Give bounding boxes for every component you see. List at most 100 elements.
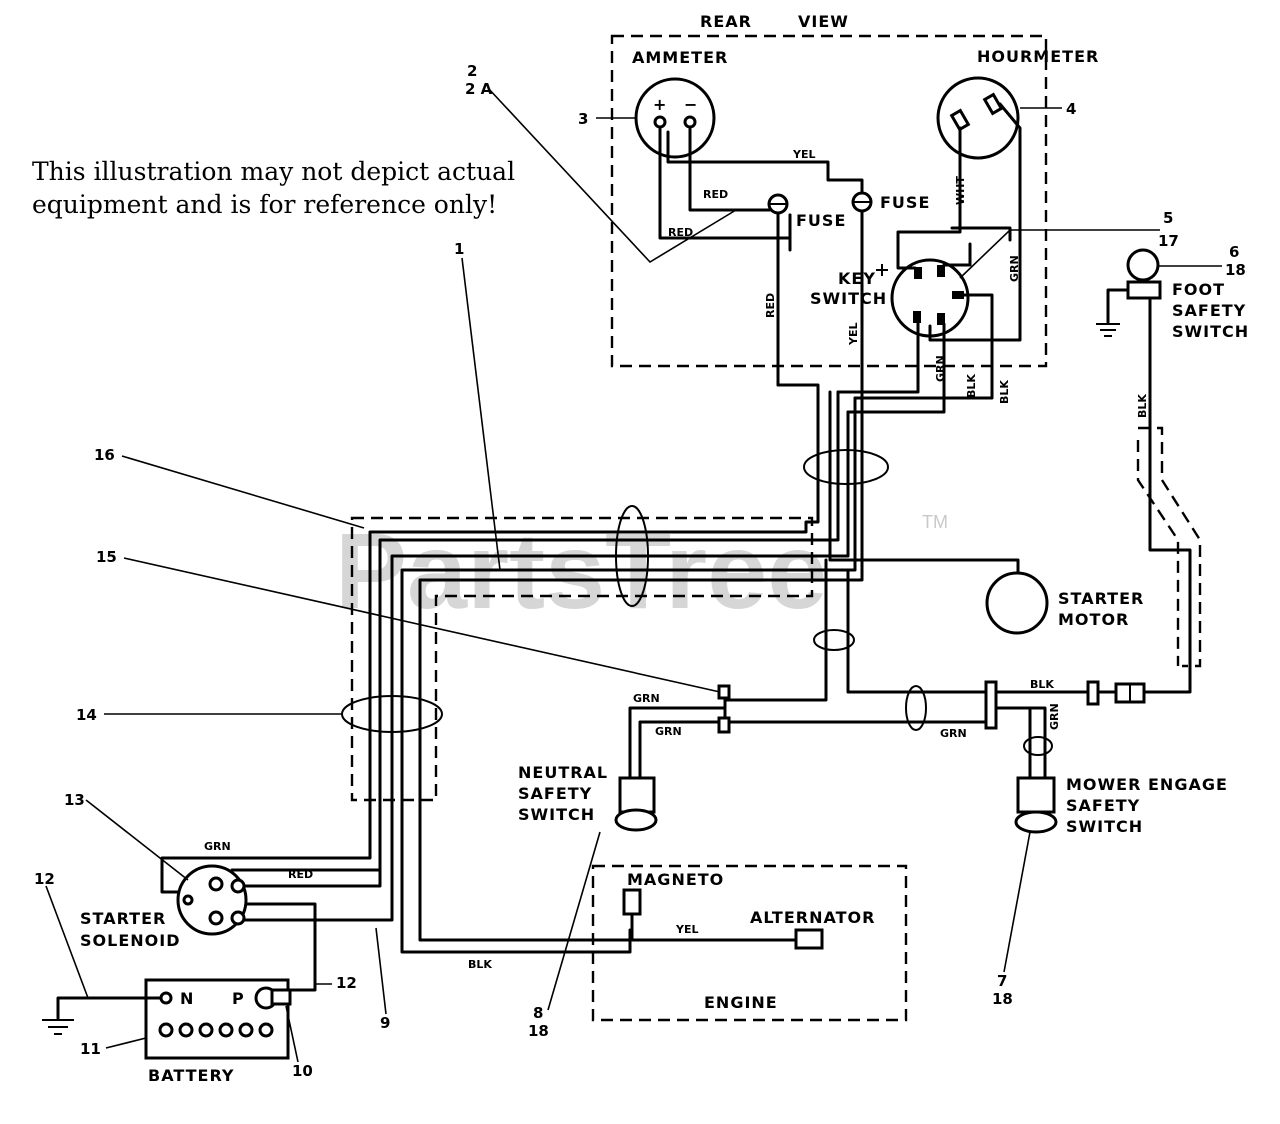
callout-12b: 12 bbox=[336, 974, 357, 992]
fuse-2-label: FUSE bbox=[880, 193, 930, 212]
wire-yel-alternator bbox=[630, 928, 802, 942]
key-switch-label-1: KEY bbox=[838, 269, 876, 288]
engine-label: ENGINE bbox=[704, 993, 778, 1012]
wire-label-blk-v2: BLK bbox=[998, 380, 1011, 404]
wire-label-grn-neutral-1: GRN bbox=[633, 692, 660, 705]
ammeter-label: AMMETER bbox=[632, 48, 728, 67]
leader-12a bbox=[45, 885, 89, 999]
callout-16: 16 bbox=[94, 446, 115, 464]
solenoid-terminal-5 bbox=[182, 894, 194, 906]
starter-motor bbox=[985, 571, 1049, 635]
wire-yel-ammeter-fuse2 bbox=[666, 130, 864, 195]
wire-grn-hourmeter-key bbox=[928, 102, 1022, 342]
battery-label: BATTERY bbox=[148, 1066, 235, 1085]
callout-15: 15 bbox=[96, 548, 117, 566]
leader-13 bbox=[85, 799, 189, 881]
battery-terminal-clamp bbox=[270, 988, 292, 1006]
callout-2: 2 bbox=[467, 62, 477, 80]
callout-11: 11 bbox=[80, 1040, 101, 1058]
neutral-switch-body bbox=[618, 776, 656, 814]
wire-bundle-3 bbox=[208, 410, 850, 922]
battery-cell-4 bbox=[218, 1022, 234, 1038]
key-switch-term-4 bbox=[913, 311, 921, 323]
wire-label-blk-bottom: BLK bbox=[468, 958, 492, 971]
wire-wht-hourmeter bbox=[896, 126, 962, 270]
wire-grn-mower bbox=[723, 706, 1032, 782]
wire-label-blk-foot: BLK bbox=[1136, 394, 1149, 418]
key-switch-label-2: SWITCH bbox=[810, 289, 887, 308]
foot-switch-body bbox=[1126, 280, 1162, 300]
wire-battery-ground bbox=[56, 996, 163, 1020]
foot-pedal-outline bbox=[1136, 426, 1202, 668]
leader-16 bbox=[121, 455, 365, 529]
callout-4: 4 bbox=[1066, 100, 1076, 118]
battery-cell-3 bbox=[198, 1022, 214, 1038]
wire-bundle-4 bbox=[400, 396, 857, 954]
wire-grn-neutral-2 bbox=[638, 708, 727, 782]
hourmeter-terminal-a bbox=[949, 108, 971, 132]
wire-label-grn-mower-v: GRN bbox=[1048, 703, 1061, 730]
wire-bundle-2 bbox=[228, 390, 840, 888]
wire-red-ammeter-fuse-b bbox=[688, 125, 772, 212]
leader-5 bbox=[959, 229, 1160, 279]
wire-label-wht: WHT bbox=[954, 176, 967, 205]
leader-15 bbox=[123, 557, 721, 693]
wire-label-grn-v1: GRN bbox=[934, 355, 947, 382]
engine-box bbox=[591, 864, 908, 1022]
wire-label-grn-solenoid: GRN bbox=[204, 840, 231, 853]
ammeter-gauge bbox=[634, 77, 716, 159]
callout-3: 3 bbox=[578, 110, 588, 128]
wire-label-blk-v1: BLK bbox=[965, 374, 978, 398]
connector-mower bbox=[984, 680, 998, 730]
harness-tie-4 bbox=[905, 685, 927, 731]
foot-switch-label-3: SWITCH bbox=[1172, 322, 1249, 341]
harness-tie-3 bbox=[813, 629, 855, 651]
solenoid-terminal-2 bbox=[230, 878, 246, 894]
callout-5: 5 bbox=[1163, 209, 1173, 227]
mower-switch-label-2: SAFETY bbox=[1066, 796, 1140, 815]
connector-foot bbox=[1086, 680, 1100, 706]
panel-title-view: VIEW bbox=[798, 12, 849, 31]
wire-label-yel-top: YEL bbox=[792, 148, 816, 161]
magneto-label: MAGNETO bbox=[627, 870, 724, 889]
watermark-tm: TM bbox=[922, 512, 948, 532]
foot-switch-label-1: FOOT bbox=[1172, 280, 1225, 299]
wire-lead-5 bbox=[950, 226, 1012, 242]
wire-label-grn-neutral-2: GRN bbox=[655, 725, 682, 738]
wire-label-red-vert: RED bbox=[764, 293, 777, 318]
leader-7 bbox=[1003, 831, 1031, 973]
callout-6: 6 bbox=[1229, 243, 1239, 261]
foot-switch-ground-wire bbox=[1106, 288, 1130, 324]
alternator-label: ALTERNATOR bbox=[750, 908, 875, 927]
callout-14: 14 bbox=[76, 706, 97, 724]
solenoid-label-2: SOLENOID bbox=[80, 931, 180, 950]
battery-ground-icon bbox=[42, 1019, 74, 1035]
callout-2a: 2 A bbox=[465, 80, 493, 98]
foot-switch-label-2: SAFETY bbox=[1172, 301, 1246, 320]
hourmeter-terminal-b bbox=[982, 92, 1004, 116]
neutral-switch-label-3: SWITCH bbox=[518, 805, 595, 824]
solenoid-label-1: STARTER bbox=[80, 909, 166, 928]
fuse-1-label: FUSE bbox=[796, 211, 846, 230]
wire-bundle-1 bbox=[160, 383, 820, 894]
connector-neutral-2 bbox=[717, 716, 731, 734]
leader-8 bbox=[547, 831, 601, 1011]
leader-11 bbox=[105, 1037, 147, 1049]
wire-label-red-2: RED bbox=[668, 226, 693, 239]
callout-18c: 18 bbox=[992, 990, 1013, 1008]
harness-tie-2 bbox=[615, 505, 649, 607]
starter-motor-label-2: MOTOR bbox=[1058, 610, 1129, 629]
foot-switch-pedal bbox=[1126, 248, 1160, 282]
wire-blk-key-right bbox=[853, 293, 994, 400]
callout-17: 17 bbox=[1158, 232, 1179, 250]
battery-p-label: P bbox=[232, 989, 245, 1008]
solenoid-terminal-4 bbox=[230, 910, 246, 926]
disclaimer-line2: equipment and is for reference only! bbox=[32, 190, 497, 219]
panel-title-rear: REAR bbox=[700, 12, 752, 31]
wire-solenoid-battery bbox=[228, 902, 317, 992]
wire-label-red-solenoid: RED bbox=[288, 868, 313, 881]
ammeter-plus-sign: + bbox=[653, 95, 667, 114]
wire-label-red-1: RED bbox=[703, 188, 728, 201]
mower-switch-body bbox=[1016, 776, 1056, 814]
